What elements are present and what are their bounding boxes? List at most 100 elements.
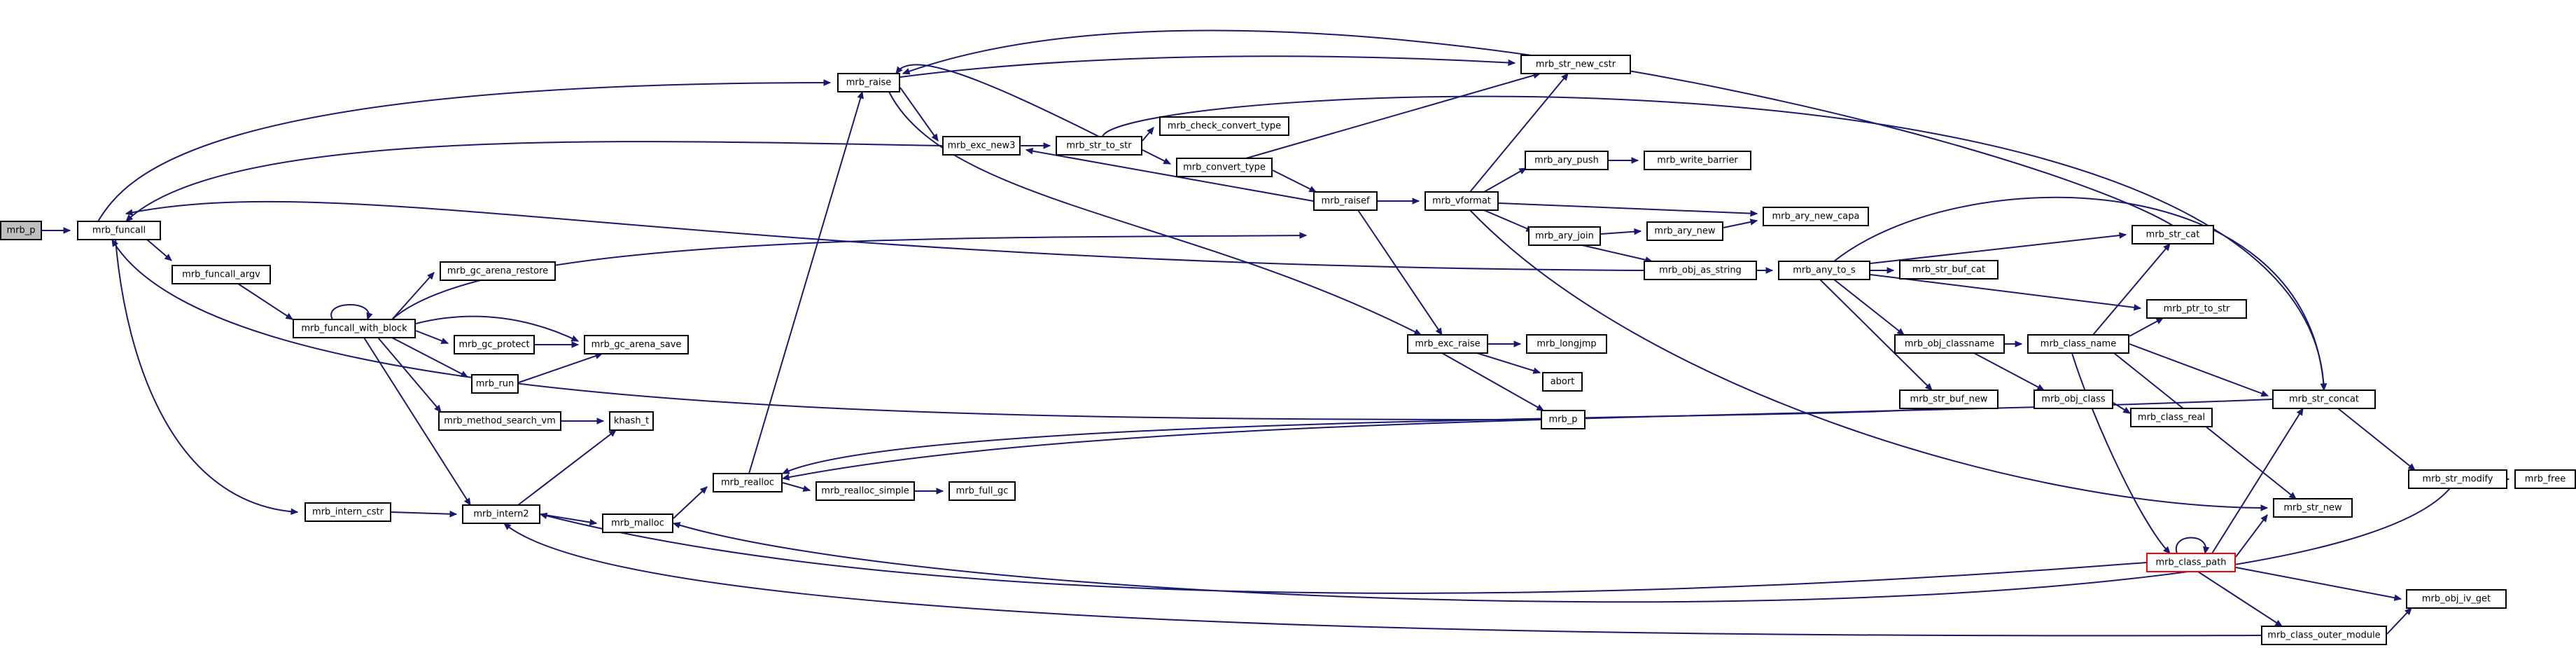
edge-class_outer_module-to-intern2	[503, 523, 2262, 637]
edge-arrowhead	[1924, 382, 1933, 391]
edge-p2-to-funcall	[111, 238, 1541, 421]
node-label: mrb_realloc	[721, 478, 774, 488]
edge-class_outer_module-to-obj_iv_get	[2386, 607, 2412, 635]
edge-funcall_with_block-to-funcall_with_block	[330, 304, 373, 321]
node-box	[2261, 626, 2387, 645]
edge-line	[363, 337, 471, 506]
function-node-free[interactable]: mrb_free	[2514, 469, 2576, 489]
function-node-str-new-cstr[interactable]: mrb_str_new_cstr	[1520, 55, 1631, 74]
function-node-str-to-str[interactable]: mrb_str_to_str	[1056, 136, 1142, 156]
function-node-str-buf-new[interactable]: mrb_str_buf_new	[1899, 390, 1998, 409]
function-node-str-cat[interactable]: mrb_str_cat	[2132, 225, 2214, 244]
function-node-class-outer-module[interactable]: mrb_class_outer_module	[2261, 626, 2387, 645]
function-node-class-name[interactable]: mrb_class_name	[2027, 334, 2129, 354]
function-node-obj-classname[interactable]: mrb_obj_classname	[1894, 334, 2005, 354]
function-node-longjmp[interactable]: mrb_longjmp	[1526, 334, 1607, 354]
function-node-method-search-vm[interactable]: mrb_method_search_vm	[438, 411, 561, 431]
function-node-ary-join[interactable]: mrb_ary_join	[1528, 226, 1601, 246]
edge-line	[899, 87, 939, 142]
function-node-class-path[interactable]: mrb_class_path	[2146, 553, 2236, 572]
edge-any_to_s-to-str_buf_cat	[1870, 267, 1895, 274]
node-box	[2408, 469, 2507, 489]
function-node-str-concat[interactable]: mrb_str_concat	[2272, 390, 2376, 409]
function-node-gc-protect[interactable]: mrb_gc_protect	[454, 335, 535, 354]
edge-line	[1581, 244, 1653, 262]
function-node-ary-new-capa[interactable]: mrb_ary_new_capa	[1763, 207, 1869, 226]
function-node-realloc[interactable]: mrb_realloc	[713, 473, 783, 492]
edge-arrowhead	[802, 485, 811, 492]
function-node-class-real[interactable]: mrb_class_real	[2130, 408, 2213, 427]
node-label: mrb_funcall	[92, 226, 146, 236]
function-node-any-to-s[interactable]: mrb_any_to_s	[1778, 261, 1870, 280]
function-node-convert-type[interactable]: mrb_convert_type	[1176, 158, 1273, 177]
function-node-ary-new[interactable]: mrb_ary_new	[1646, 221, 1723, 241]
node-label: mrb_ary_new_capa	[1772, 212, 1860, 222]
edge-class_name-to-ptr_to_str	[2129, 317, 2164, 337]
edge-funcall_with_block-to-raisef	[391, 232, 1308, 320]
function-node-gc-arena-save[interactable]: mrb_gc_arena_save	[584, 335, 689, 354]
edge-arrowhead	[427, 272, 435, 280]
function-node-check-convert-type[interactable]: mrb_check_convert_type	[1159, 116, 1289, 136]
function-node-write-barrier[interactable]: mrb_write_barrier	[1644, 151, 1751, 170]
function-node-raise[interactable]: mrb_raise	[837, 73, 900, 92]
node-label: mrb_exc_raise	[1415, 339, 1480, 350]
edge-line	[895, 64, 1100, 137]
edge-arrowhead	[781, 474, 790, 481]
node-box	[942, 136, 1021, 156]
edge-raise-to-str_new_cstr	[899, 55, 1516, 78]
function-node-funcall[interactable]: mrb_funcall	[77, 221, 161, 240]
function-node-malloc[interactable]: mrb_malloc	[602, 513, 673, 533]
node-box	[2027, 334, 2129, 354]
edge-line	[391, 337, 468, 378]
edge-arrowhead	[823, 79, 832, 86]
edge-line	[1476, 352, 1541, 373]
function-node-raisef[interactable]: mrb_raisef	[1313, 191, 1378, 211]
function-node-exc-new3[interactable]: mrb_exc_new3	[942, 136, 1021, 156]
function-node-p2[interactable]: mrb_p	[1541, 410, 1586, 429]
edge-class_name-to-str_cat	[2092, 243, 2171, 336]
edge-line	[1469, 209, 2268, 509]
function-node-run[interactable]: mrb_run	[471, 374, 519, 394]
edge-line	[1498, 202, 1758, 214]
node-label: mrb_any_to_s	[1793, 266, 1856, 276]
edge-line	[503, 523, 2262, 637]
node-box	[1644, 261, 1757, 280]
node-label: mrb_gc_arena_save	[592, 340, 682, 350]
edge-arrowhead	[1749, 219, 1758, 226]
function-node-obj-as-string[interactable]: mrb_obj_as_string	[1644, 261, 1757, 280]
function-node-gc-arena-restore[interactable]: mrb_gc_arena_restore	[440, 261, 556, 281]
function-node-intern-cstr[interactable]: mrb_intern_cstr	[304, 502, 391, 522]
edge-any_to_s-to-str_cat	[1870, 232, 2127, 264]
function-node-full-gc[interactable]: mrb_full_gc	[948, 481, 1016, 501]
function-node-str-modify[interactable]: mrb_str_modify	[2408, 469, 2507, 489]
function-node-intern2[interactable]: mrb_intern2	[462, 504, 540, 524]
edge-arrowhead	[164, 254, 172, 261]
node-box	[1526, 334, 1607, 354]
edge-raisef-to-exc_new3	[1025, 147, 1314, 202]
function-node-funcall-argv[interactable]: mrb_funcall_argv	[172, 265, 271, 284]
edge-arrowhead	[539, 512, 548, 519]
function-node-str-new[interactable]: mrb_str_new	[2273, 498, 2353, 518]
edge-arrowhead	[463, 497, 471, 506]
function-node-ptr-to-str[interactable]: mrb_ptr_to_str	[2146, 299, 2247, 319]
edge-line	[391, 235, 1307, 320]
function-node-exc-raise[interactable]: mrb_exc_raise	[1407, 334, 1488, 354]
edge-arrowhead	[2260, 390, 2269, 397]
node-box	[1899, 260, 1998, 280]
function-node-ary-push[interactable]: mrb_ary_push	[1525, 151, 1609, 170]
function-node-str-buf-cat[interactable]: mrb_str_buf_cat	[1899, 260, 1998, 280]
function-node-vformat[interactable]: mrb_vformat	[1424, 191, 1499, 211]
function-node-funcall-with-block[interactable]: mrb_funcall_with_block	[293, 319, 416, 338]
edge-arrowhead	[449, 510, 458, 518]
function-node-khash-t[interactable]: khash_t	[609, 411, 654, 431]
edge-arrowhead	[125, 214, 134, 222]
edge-line	[2211, 408, 2304, 554]
function-node-root[interactable]: mrb_p	[0, 221, 42, 240]
function-node-abort[interactable]: abort	[1542, 372, 1583, 392]
edge-arrowhead	[1536, 404, 1545, 411]
function-node-obj-iv-get[interactable]: mrb_obj_iv_get	[2406, 589, 2507, 609]
function-node-realloc-simple[interactable]: mrb_realloc_simple	[816, 481, 915, 501]
edge-line	[2071, 352, 2171, 554]
function-node-obj-class[interactable]: mrb_obj_class	[2033, 390, 2113, 409]
node-label: mrb_ary_new	[1654, 226, 1716, 237]
